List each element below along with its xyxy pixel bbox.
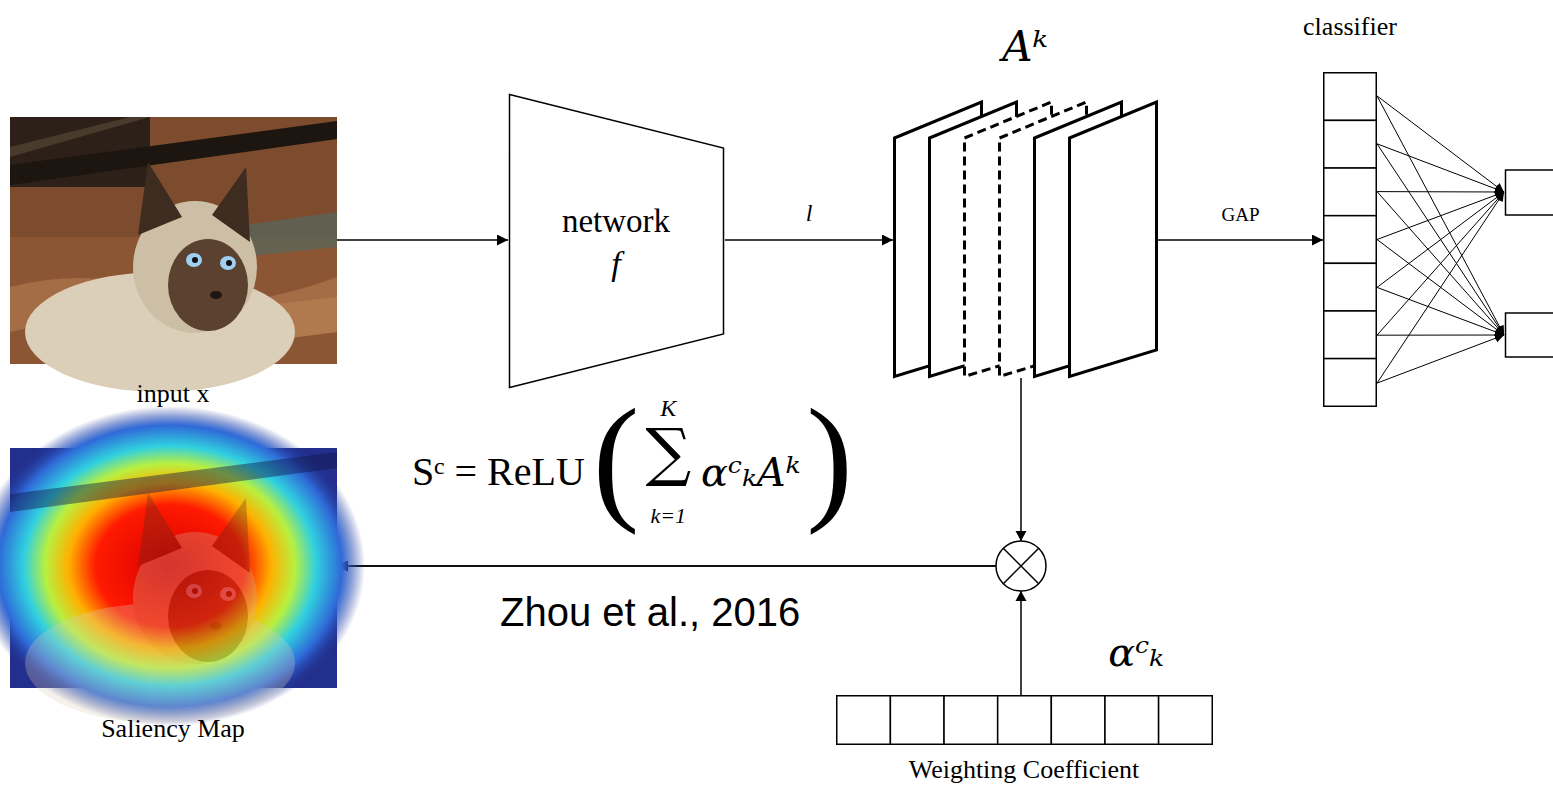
drawn-shape — [1377, 144, 1504, 192]
drawn-shape — [1377, 144, 1504, 335]
weighting-vector: αᶜₖWeighting Coefficient — [836, 695, 1213, 745]
saliency-map: Saliency Map — [10, 448, 337, 688]
drawn-shape — [212, 498, 250, 573]
formula-paren: ( — [593, 388, 640, 528]
output-unit — [1506, 170, 1553, 215]
drawn-shape — [1324, 120, 1377, 168]
fully-connected-lines — [1377, 96, 1504, 383]
drawn-shape — [210, 622, 222, 630]
drawn-shape — [10, 121, 337, 185]
drawn-shape — [1377, 192, 1504, 335]
drawn-shape — [168, 570, 248, 662]
drawn-shape — [1377, 191, 1504, 192]
drawn-shape — [837, 696, 891, 745]
node-label: αᶜₖ — [1108, 629, 1164, 675]
sum-upper-limit: K — [660, 396, 676, 420]
drawn-shape — [1377, 192, 1504, 335]
formula-paren: ) — [806, 388, 853, 528]
drawn-shape — [1324, 73, 1377, 121]
formula-term: αᶜₖAᵏ — [701, 452, 800, 492]
classifier-layer-shape — [1323, 72, 1377, 407]
drawn-shape — [890, 696, 944, 745]
drawn-shape — [1377, 335, 1504, 383]
drawn-shape — [1377, 96, 1504, 335]
input-image: input x — [10, 117, 337, 364]
drawn-shape — [944, 696, 998, 745]
flow-arrow — [1158, 239, 1323, 241]
drawn-shape — [138, 162, 182, 235]
drawn-shape — [1016, 591, 1027, 601]
drawn-shape — [0, 406, 365, 726]
node-label: Weighting Coefficient — [909, 755, 1140, 785]
node-label: Saliency Map — [101, 714, 245, 744]
drawn-shape — [996, 541, 1046, 591]
flow-arrow — [337, 378, 1021, 566]
drawn-shape — [186, 584, 202, 598]
drawn-shape — [186, 253, 202, 267]
classifier-layer: classifier — [1323, 72, 1377, 407]
drawn-shape — [1377, 335, 1504, 336]
saliency-map-shape — [10, 448, 337, 688]
network-block-shape — [508, 93, 725, 389]
drawn-shape — [10, 452, 337, 512]
flow-arrow — [337, 239, 508, 241]
feature-maps-shape — [893, 100, 1158, 378]
input-image-shape — [10, 117, 337, 364]
node-label: network — [562, 203, 670, 240]
drawn-shape — [1377, 240, 1504, 336]
drawn-shape — [1003, 548, 1038, 583]
drawn-shape — [25, 493, 295, 723]
drawn-shape — [1377, 287, 1504, 335]
drawn-shape — [1324, 359, 1377, 407]
drawn-shape — [1324, 311, 1377, 359]
node-label: classifier — [1303, 12, 1397, 42]
drawn-shape — [138, 493, 182, 566]
drawn-shape — [226, 591, 232, 597]
multiply-symbol — [996, 531, 1046, 601]
drawn-shape — [226, 260, 232, 266]
drawn-shape — [25, 162, 295, 392]
flow-arrow — [337, 566, 1021, 695]
drawn-shape — [998, 696, 1052, 745]
drawn-shape — [1324, 216, 1377, 264]
drawn-shape — [1377, 96, 1504, 192]
feature-maps: Aᵏ — [893, 100, 1158, 378]
network-block: network f — [508, 93, 725, 389]
formula-lhs: Sᶜ = ReLU — [412, 452, 585, 492]
weighting-vector-shape — [836, 695, 1213, 745]
drawn-shape — [168, 239, 248, 331]
sum-lower-limit: k=1 — [650, 505, 686, 527]
edge-label: GAP — [1221, 204, 1259, 226]
node-label: input x — [137, 379, 210, 409]
drawn-shape — [192, 588, 198, 594]
drawn-shape — [1003, 548, 1038, 583]
sum-symbol: ∑ — [645, 420, 691, 484]
drawn-shape — [1070, 102, 1157, 377]
node-label: f — [611, 245, 620, 283]
drawn-shape — [1016, 531, 1027, 541]
drawn-shape — [192, 257, 198, 263]
drawn-shape — [1051, 696, 1105, 745]
drawn-shape — [10, 117, 150, 157]
edge-label: l — [806, 200, 813, 227]
drawn-shape — [1159, 696, 1213, 745]
drawn-shape — [510, 95, 724, 388]
node-label: Aᵏ — [1002, 22, 1048, 71]
drawn-shape — [1377, 192, 1504, 383]
drawn-shape — [1324, 168, 1377, 216]
drawn-shape — [1105, 696, 1159, 745]
drawn-shape — [220, 256, 236, 270]
drawn-shape — [1324, 263, 1377, 311]
drawn-shape — [220, 587, 236, 601]
output-unit — [1506, 313, 1553, 357]
citation: Zhou et al., 2016 — [500, 592, 800, 632]
drawn-shape — [210, 291, 222, 299]
flow-arrow — [725, 239, 893, 241]
drawn-shape — [212, 167, 250, 242]
